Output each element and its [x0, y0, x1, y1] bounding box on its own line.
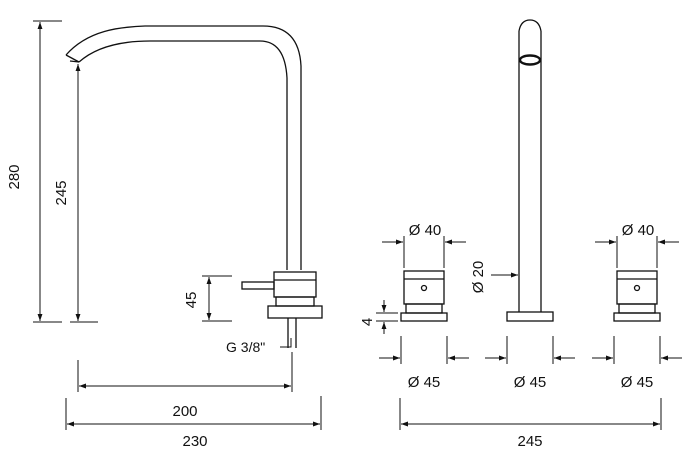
handle-right: Ø 40 — [595, 222, 679, 322]
base-center-label: Ø 45 — [514, 374, 547, 391]
side-faucet-body — [65, 25, 323, 348]
dimension-spacing: 245 — [399, 398, 662, 450]
base-left-label: Ø 45 — [408, 374, 441, 391]
spacing-label: 245 — [517, 433, 542, 450]
rosette-thickness-label: 4 — [359, 318, 376, 326]
dimension-height-total: 280 — [6, 20, 62, 323]
dimension-base-center: Ø 45 — [485, 336, 575, 391]
spout-diameter-label: Ø 20 — [470, 261, 487, 294]
height-spout-label: 245 — [53, 180, 70, 205]
handle-left: Ø 40 — [382, 222, 466, 322]
thread-label: G 3/8" — [226, 339, 265, 355]
dimension-height-base: 45 — [183, 275, 232, 322]
handle-right-top-label: Ø 40 — [622, 222, 655, 239]
dimension-height-spout: 245 — [53, 64, 98, 323]
height-base-label: 45 — [183, 292, 200, 309]
dimension-rosette-thickness: 4 — [359, 300, 398, 334]
handle-left-top-label: Ø 40 — [409, 222, 442, 239]
dimension-base-right: Ø 45 — [592, 336, 682, 391]
dimension-width: 230 — [65, 396, 322, 450]
base-right-label: Ø 45 — [621, 374, 654, 391]
thread-callout: G 3/8" — [226, 338, 292, 355]
spout-front: Ø 20 — [470, 19, 554, 322]
dimension-reach: 200 — [77, 352, 293, 420]
width-label: 230 — [182, 433, 207, 450]
height-total-label: 280 — [6, 164, 23, 189]
dimension-base-left: Ø 45 — [379, 336, 469, 391]
reach-label: 200 — [172, 403, 197, 420]
